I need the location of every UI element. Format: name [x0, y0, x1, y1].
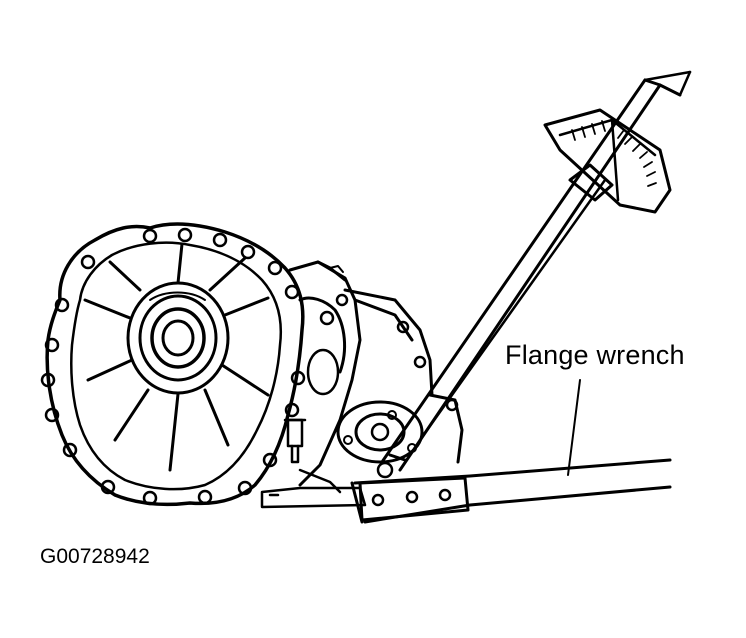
housing-ribs: [83, 242, 270, 472]
torque-wrench: [380, 70, 692, 472]
flange-wrench: [350, 458, 672, 524]
rear-housing: [283, 260, 464, 487]
bearing-bore: [126, 281, 230, 395]
mounting-plate: [260, 468, 367, 509]
output-flange: [336, 400, 424, 464]
housing-flange: [40, 222, 306, 507]
figure-code: G00728942: [40, 545, 150, 568]
callout-leader-line: [567, 379, 581, 476]
flange-wrench-label: Flange wrench: [505, 340, 685, 370]
